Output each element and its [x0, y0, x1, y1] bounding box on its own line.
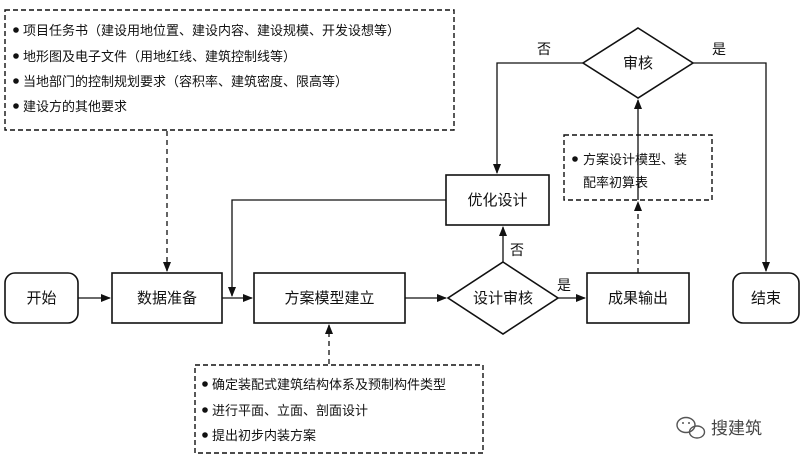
node-review-label: 审核 — [623, 54, 653, 72]
note-item: 建设方的其他要求 — [13, 99, 127, 115]
note-item-text: 提出初步内装方案 — [212, 428, 316, 444]
node-end-label: 结束 — [751, 289, 781, 307]
note-item-text: 配率初算表 — [583, 175, 648, 191]
wechat-icon — [676, 416, 706, 439]
node-output: 成果输出 — [586, 272, 690, 324]
note-item-text: 地形图及电子文件（用地红线、建筑控制线等） — [23, 49, 296, 65]
note-item-text: 方案设计模型、装 — [583, 152, 687, 168]
arrow-review-to-end — [693, 62, 770, 272]
note-item: 当地部门的控制规划要求（容积率、建筑密度、限高等） — [13, 74, 348, 90]
node-data-prep-label: 数据准备 — [137, 289, 197, 307]
note-item-text: 项目任务书（建设用地位置、建设内容、建设规模、开发设想等） — [23, 23, 400, 39]
node-optimize: 优化设计 — [445, 174, 550, 226]
node-design-review: 设计审核 — [446, 261, 560, 335]
note-item: 项目任务书（建设用地位置、建设内容、建设规模、开发设想等） — [13, 23, 400, 39]
node-optimize-label: 优化设计 — [467, 191, 527, 209]
node-end: 结束 — [732, 272, 800, 324]
edge-label-design-review-yes: 是 — [557, 278, 571, 294]
note-item: 地形图及电子文件（用地红线、建筑控制线等） — [13, 49, 296, 65]
edge-label-review-yes: 是 — [712, 42, 726, 58]
watermark-text: 搜建筑 — [711, 419, 762, 439]
input-requirements-note: 项目任务书（建设用地位置、建设内容、建设规模、开发设想等） 地形图及电子文件（用… — [4, 9, 455, 131]
watermark: 搜建筑 — [676, 416, 762, 439]
node-data-prep: 数据准备 — [111, 272, 223, 324]
node-start-label: 开始 — [26, 289, 56, 307]
arrow-optimize-back-to-model — [228, 199, 446, 297]
edge-label-review-no: 否 — [537, 42, 551, 58]
modeling-tasks-note: 确定装配式建筑结构体系及预制构件类型 进行平面、立面、剖面设计 提出初步内装方案 — [194, 364, 484, 454]
node-scheme-model-label: 方案模型建立 — [284, 289, 374, 307]
node-scheme-model: 方案模型建立 — [253, 272, 406, 324]
note-item-text: 确定装配式建筑结构体系及预制构件类型 — [212, 377, 446, 393]
note-item: 确定装配式建筑结构体系及预制构件类型 — [202, 377, 446, 393]
note-item-text: 建设方的其他要求 — [23, 99, 127, 115]
node-design-review-label: 设计审核 — [473, 289, 533, 307]
note-item: 进行平面、立面、剖面设计 — [202, 404, 368, 419]
note-item-text: 当地部门的控制规划要求（容积率、建筑密度、限高等） — [23, 74, 348, 90]
node-output-label: 成果输出 — [608, 289, 668, 307]
note-item-text: 进行平面、立面、剖面设计 — [212, 404, 368, 419]
node-start: 开始 — [4, 272, 79, 324]
edge-label-design-review-no: 否 — [510, 243, 524, 259]
note-item: 提出初步内装方案 — [202, 428, 316, 444]
arrow-review-to-optimize — [493, 62, 583, 174]
node-review: 审核 — [581, 27, 695, 99]
